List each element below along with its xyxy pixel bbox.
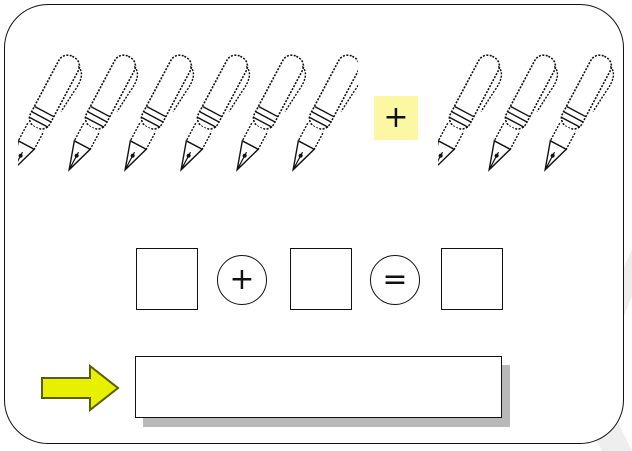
- plus-operator: +: [217, 255, 267, 305]
- plus-badge: +: [374, 96, 418, 140]
- right-pen-group: [438, 50, 622, 179]
- equals-operator: =: [370, 255, 420, 305]
- left-pen-group: [18, 50, 358, 179]
- answer-box[interactable]: [135, 356, 502, 418]
- right-arrow-icon: [41, 364, 120, 412]
- sum-box[interactable]: [441, 248, 503, 310]
- first-addend-box[interactable]: [136, 248, 198, 310]
- second-addend-box[interactable]: [290, 248, 352, 310]
